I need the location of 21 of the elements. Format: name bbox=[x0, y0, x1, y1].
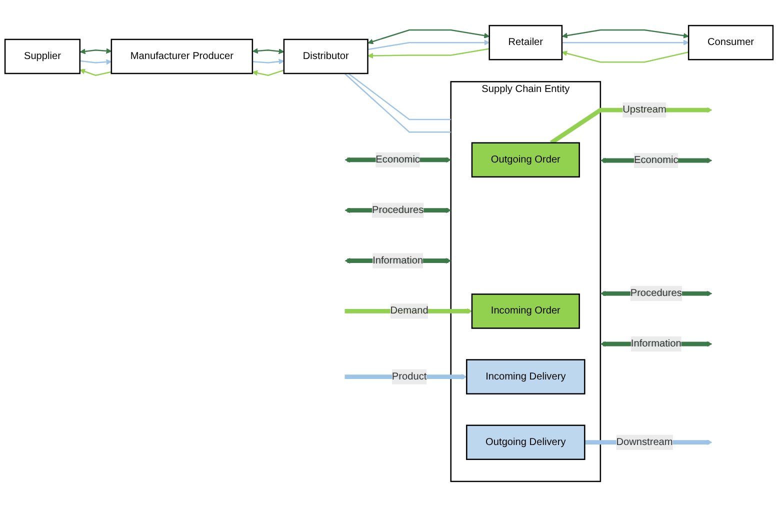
process-box: Supplier bbox=[4, 38, 81, 74]
arrow bbox=[80, 68, 112, 76]
arrow bbox=[80, 59, 112, 65]
process-box: Consumer bbox=[688, 24, 774, 60]
process-box: Distributor bbox=[283, 38, 368, 74]
arrow bbox=[252, 48, 284, 54]
arrow bbox=[80, 48, 112, 54]
arrow bbox=[562, 50, 689, 63]
process-box: Outgoing Delivery bbox=[466, 424, 586, 460]
process-box: Incoming Order bbox=[471, 294, 580, 329]
arrow bbox=[252, 58, 284, 64]
arrow bbox=[368, 48, 490, 59]
process-box: Outgoing Order bbox=[471, 142, 580, 178]
process-box: Retailer bbox=[488, 24, 563, 60]
arrow bbox=[368, 40, 490, 50]
arrow bbox=[562, 40, 689, 46]
process-box: Manufacturer Producer bbox=[110, 38, 254, 74]
process-box: Incoming Delivery bbox=[466, 359, 586, 394]
arrow bbox=[252, 70, 284, 76]
arrow bbox=[368, 29, 490, 44]
arrow bbox=[562, 29, 689, 38]
